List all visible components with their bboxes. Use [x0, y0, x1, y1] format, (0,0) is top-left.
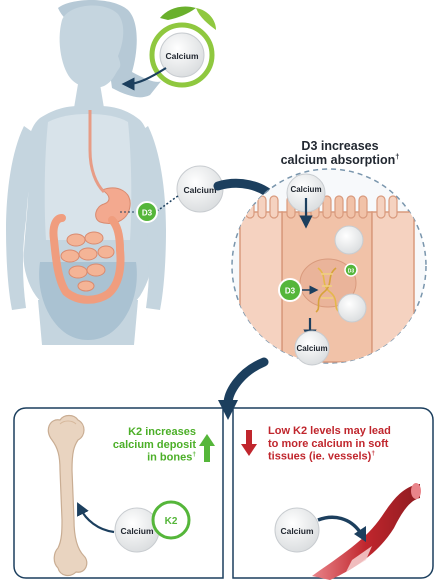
absorption-title-line-2: calcium absorption† [250, 153, 430, 168]
k2-bones-text: K2 increases calcium deposit in bones† [96, 426, 196, 465]
exiting-calcium-label: Calcium [296, 344, 327, 353]
k2-soft-line-3-text: tissues (ie. vessels) [268, 451, 371, 463]
cell-d3-label: D3 [285, 287, 296, 296]
k2-soft-line-3: tissues (ie. vessels)† [268, 450, 428, 463]
footnote-mark: † [192, 451, 196, 458]
mid-calcium-label: Calcium [183, 185, 217, 195]
k2-soft-tissue-text: Low K2 levels may lead to more calcium i… [268, 425, 428, 464]
k2-soft-line-2: to more calcium in soft [268, 438, 428, 451]
footnote-mark: † [371, 450, 375, 457]
bloodstream-arrow [228, 362, 264, 404]
k2-bones-line-1: K2 increases [96, 426, 196, 439]
bloodstream-arrowhead [218, 400, 238, 420]
bone-calcium-label: Calcium [120, 526, 154, 536]
calcium-food-icon [152, 6, 216, 85]
k2-bones-line-2: calcium deposit [96, 439, 196, 452]
calcium-to-vessel-arrow [318, 517, 360, 532]
absorption-title-line-2-text: calcium absorption [281, 154, 396, 168]
cell-calcium-ball [338, 294, 366, 322]
k2-badge-label: K2 [165, 516, 178, 527]
footnote-mark: † [395, 152, 399, 161]
red-down-arrow-icon [241, 430, 257, 456]
vessel-calcium-label: Calcium [280, 526, 314, 536]
bone-icon [48, 416, 87, 576]
green-up-arrow-icon [199, 434, 215, 462]
top-calcium-label: Calcium [165, 51, 199, 61]
incoming-calcium-label: Calcium [290, 185, 321, 194]
calcium-to-bone-arrow [80, 508, 114, 532]
k2-bones-line-3-text: in bones [147, 452, 192, 464]
small-d3-label: D3 [348, 269, 355, 275]
cell-calcium-ball [335, 226, 363, 254]
intestinal-cell-magnification [232, 169, 426, 363]
absorption-title: D3 increases calcium absorption† [250, 139, 430, 168]
k2-bones-line-3: in bones† [96, 451, 196, 464]
blood-vessel-icon [312, 483, 421, 580]
absorption-title-line-1: D3 increases [250, 139, 430, 153]
k2-soft-line-1: Low K2 levels may lead [268, 425, 428, 438]
d3-badge-label: D3 [142, 209, 153, 218]
